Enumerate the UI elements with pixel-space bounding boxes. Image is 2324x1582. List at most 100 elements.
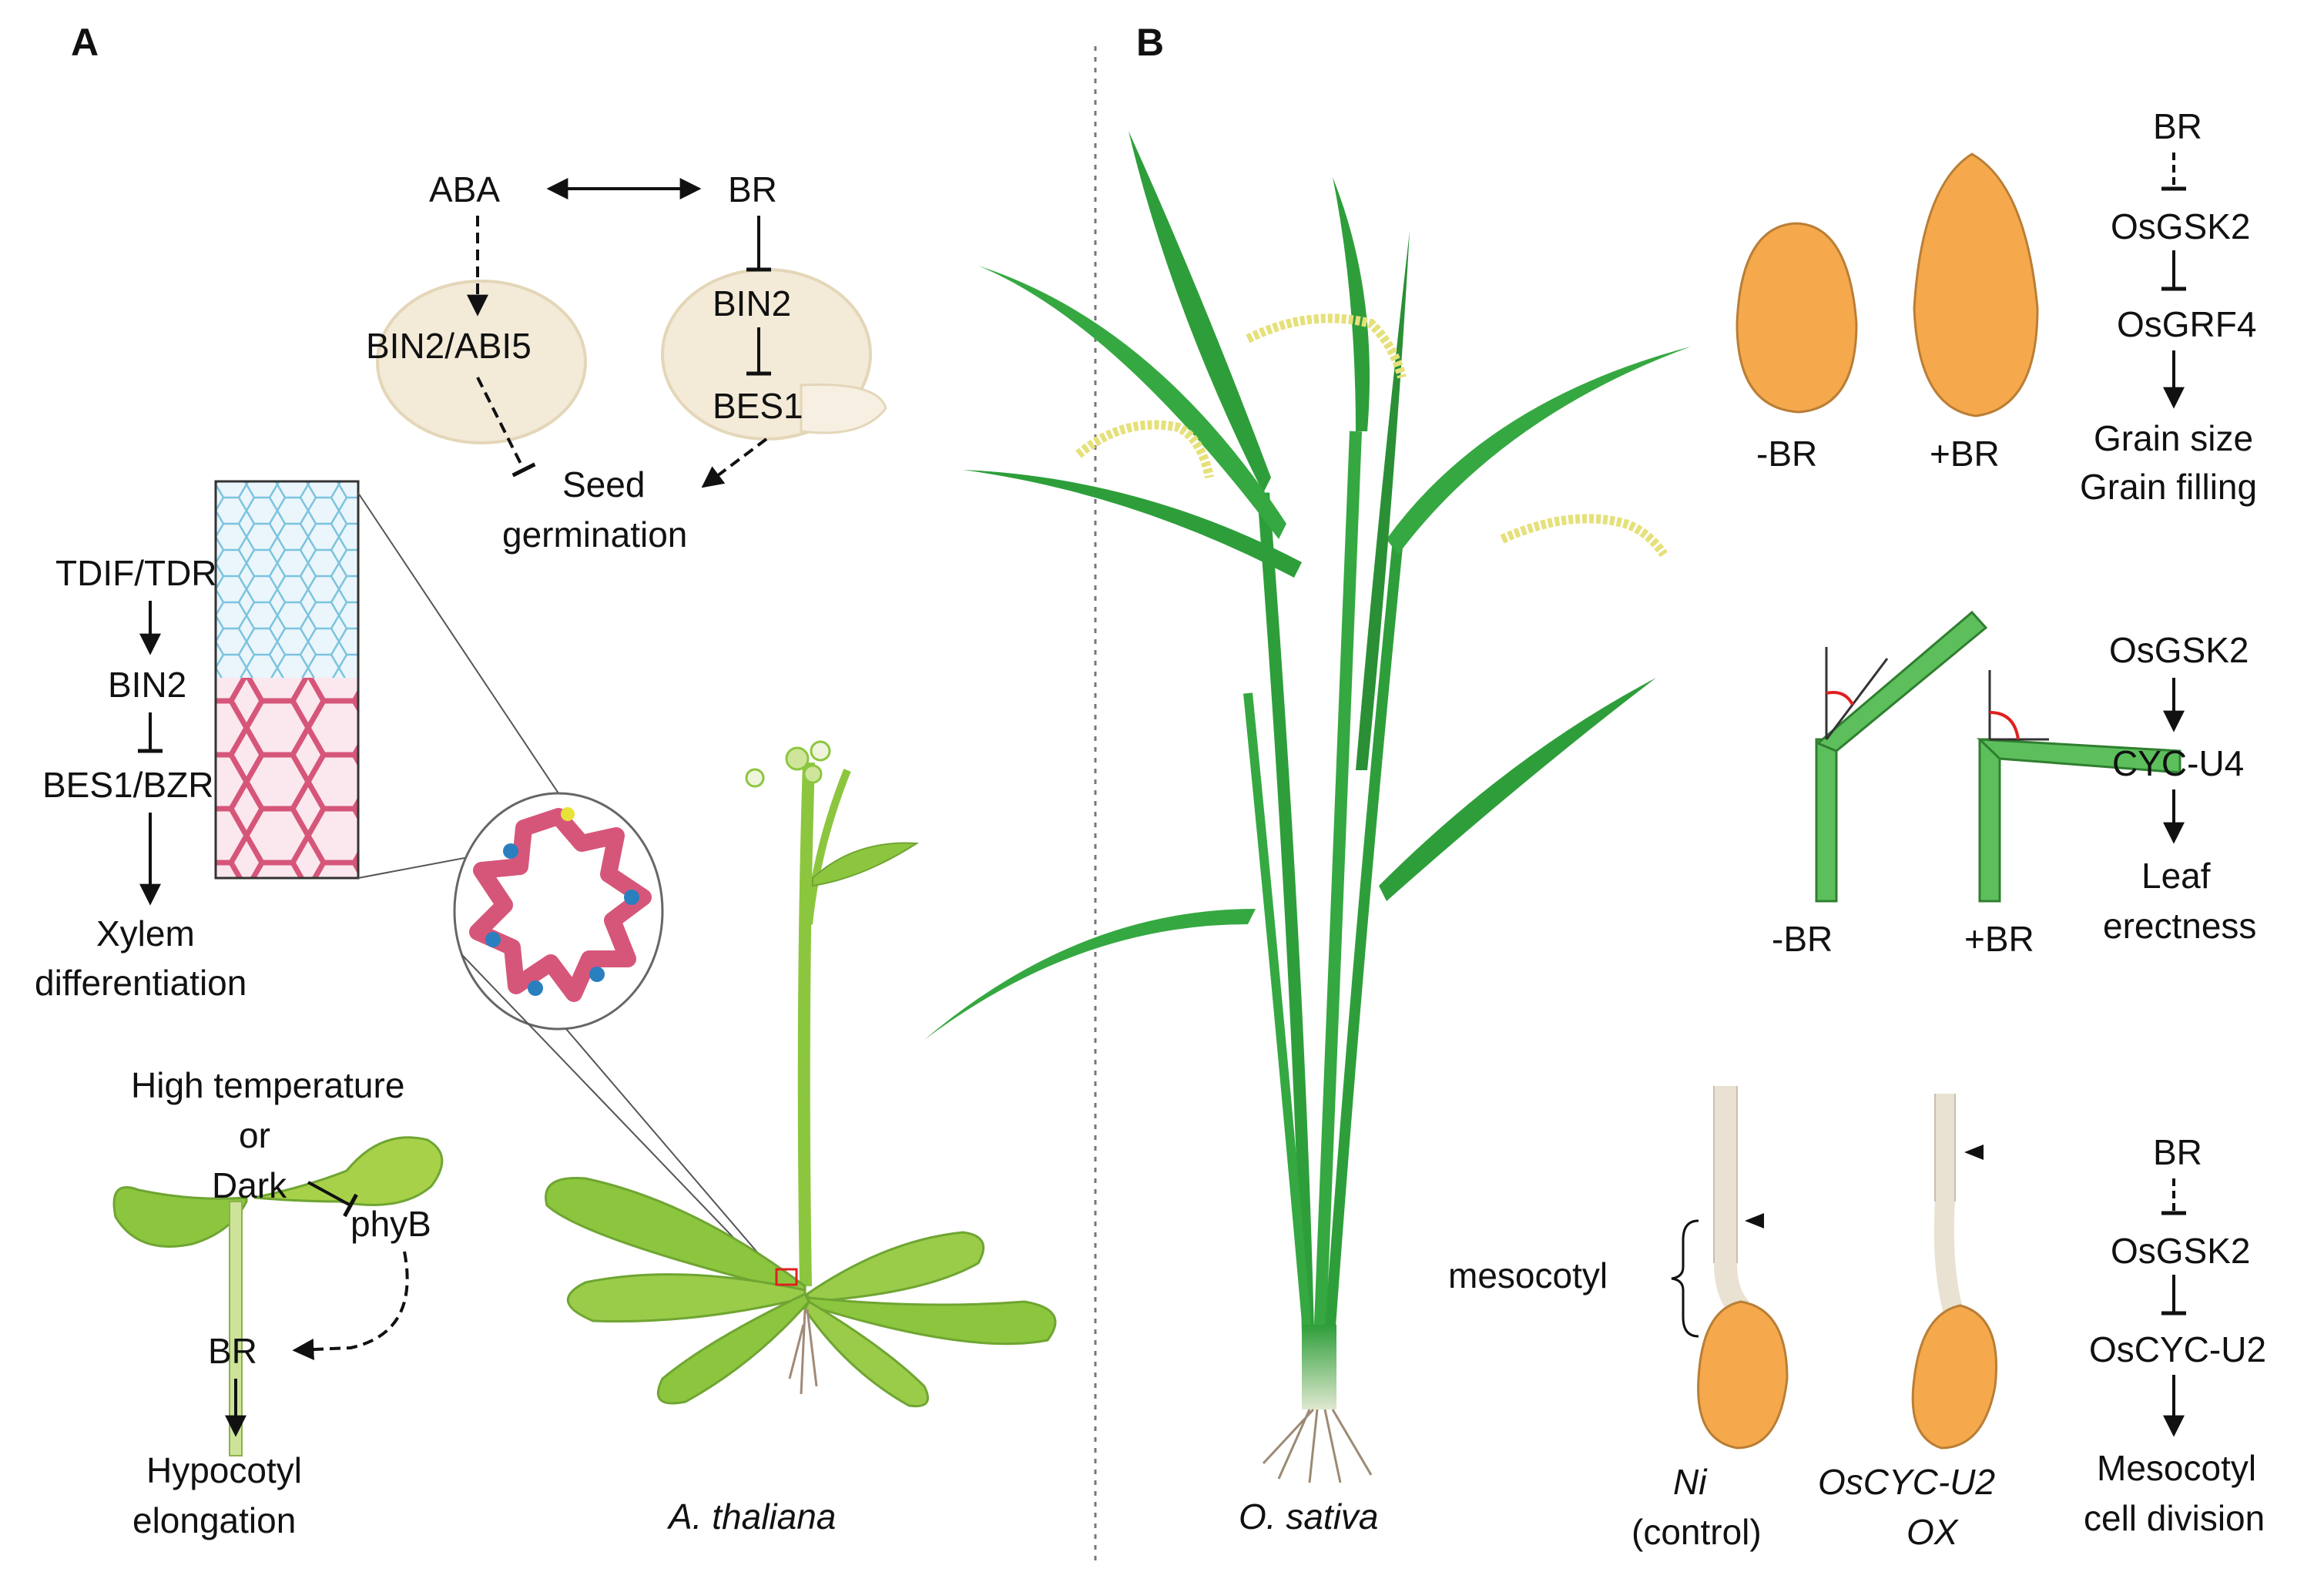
rice-leaf-5 — [1333, 177, 1370, 431]
xylem-pathway: TDIF/TDR BIN2 BR BES1/BZR1 Xylem differe… — [35, 480, 777, 1283]
section-location-marker — [775, 1268, 798, 1286]
seed-germination-pathway: ABA BR BIN2/ABI5 BIN2 BES1 Seed germinat… — [366, 169, 887, 555]
leaf-minus-br-label: -BR — [1772, 919, 1833, 959]
rice-species-label: O. sativa — [1239, 1497, 1379, 1537]
leaf-blade-minus-br — [1816, 610, 1988, 752]
arabidopsis-cauline-leaf — [812, 842, 920, 887]
vascular-bundle-4 — [485, 932, 501, 947]
leaf-angle-arc-plus-br — [1989, 711, 2020, 740]
control-label-line2: (control) — [1631, 1512, 1762, 1552]
xylem-label-line1: Xylem — [96, 913, 195, 954]
mesocotyl-outcome-line2: cell division — [2084, 1498, 2265, 1538]
arabidopsis-flower-3 — [803, 764, 823, 784]
bin2-abi5-label: BIN2/ABI5 — [366, 326, 532, 366]
leaf-blade-plus-br — [1977, 738, 2181, 774]
br-label-seed: BR — [728, 169, 777, 209]
stimulus-inhibits-phyb — [307, 1181, 358, 1218]
rice-roots — [1262, 1408, 1373, 1483]
aba-label: ABA — [429, 169, 500, 209]
rice-panicle-2 — [1075, 420, 1214, 479]
grain-control — [1697, 1300, 1789, 1450]
arabidopsis-roots — [788, 1309, 818, 1395]
hypocotyl-label-line2: elongation — [132, 1500, 296, 1540]
panel-label-b: B — [1136, 21, 1164, 64]
rosette-leaf-1 — [545, 1176, 807, 1295]
seedling-cotyledon-left — [112, 1186, 248, 1248]
vascular-bundle-5 — [528, 980, 543, 996]
grain-outcome-line1: Grain size — [2094, 418, 2253, 458]
bes1-bzr1-label: BES1/BZR1 — [42, 765, 233, 805]
phloem-tissue-closeup — [216, 481, 358, 678]
mesocotyl-brace — [1671, 1219, 1699, 1338]
arabidopsis-flower-1 — [785, 746, 810, 771]
oscyc-u2-label: OsCYC-U2 — [2089, 1329, 2266, 1369]
rice-leaf-1 — [1128, 131, 1271, 493]
mesocotyl-outcome-line1: Mesocotyl — [2097, 1448, 2256, 1488]
osgsk2-label-leaf: OsGSK2 — [2109, 630, 2249, 670]
stimulus-label-line1: High temperature — [131, 1065, 404, 1105]
zoom-line-plant-2 — [461, 954, 777, 1283]
bes1-to-germination-arrow — [701, 437, 768, 488]
xylem-tissue-closeup — [216, 678, 358, 878]
vascular-bundle-2 — [624, 890, 639, 905]
vascular-bundle-3 — [589, 967, 605, 982]
phyb-label: phyB — [350, 1204, 431, 1244]
angle-guide-minus-br-2 — [1825, 658, 1889, 740]
mesocotyl-pathway: mesocotyl Ni (control) OsCYC-U2 OX BR Os… — [1448, 1086, 2266, 1552]
tdif-tdr-label: TDIF/TDR — [55, 553, 217, 593]
rosette-leaf-5 — [807, 1296, 1057, 1346]
zoom-line-top — [357, 492, 575, 817]
rice-panicle-3 — [1500, 514, 1668, 558]
grain-ox — [1911, 1304, 1998, 1450]
mesocotyl-ox-shoot — [1933, 1094, 1963, 1312]
germination-label-line1: Seed — [562, 464, 645, 504]
rosette-leaf-6 — [803, 1299, 929, 1408]
leaf-outcome-line1: Leaf — [2141, 856, 2211, 896]
arabidopsis-flower-4 — [745, 768, 765, 788]
rice-leaf-7 — [1379, 678, 1656, 901]
zoom-line-plant-1 — [565, 1028, 777, 1275]
rosette-leaf-2 — [567, 1273, 807, 1323]
grain-minus-br — [1735, 222, 1858, 414]
hypocotyl-label-line1: Hypocotyl — [146, 1450, 302, 1490]
rosette-leaf-3 — [656, 1292, 810, 1405]
osgrf4-label: OsGRF4 — [2117, 304, 2256, 344]
stimulus-label-line2: or — [239, 1115, 270, 1155]
leaf-angle-arc-minus-br — [1826, 691, 1854, 706]
leaf-erectness-pathway: -BR +BR OsGSK2 CYC-U4 Leaf erectness — [1772, 610, 2256, 959]
seedling-hypocotyl — [229, 1201, 243, 1456]
bin2-label-xylem: BIN2 — [108, 665, 186, 705]
seed-illustration-left — [376, 280, 587, 444]
bin2-label-seed: BIN2 — [713, 283, 791, 323]
phyb-to-br-arrow — [292, 1251, 409, 1361]
germination-label-line2: germination — [502, 514, 687, 555]
mesocotyl-label: mesocotyl — [1448, 1255, 1608, 1295]
mesocotyl-ox-shoot-outline — [1934, 1094, 1956, 1202]
tissue-closeup-frame — [214, 480, 360, 880]
stem-vascular-ring — [469, 808, 652, 1002]
mesocotyl-marker-control — [1745, 1213, 1764, 1228]
leaf-sheath-plus-br — [1978, 738, 2001, 903]
xylem-label-line2: differentiation — [35, 963, 246, 1003]
osgsk2-label-grain: OsGSK2 — [2111, 206, 2251, 246]
control-label-line1: Ni — [1673, 1462, 1708, 1502]
rice-panicle-1 — [1246, 313, 1407, 379]
ox-label-line1: OsCYC-U2 — [1818, 1462, 1995, 1502]
br-label-grain: BR — [2153, 106, 2202, 146]
highlight-marker — [561, 807, 575, 821]
arabidopsis-flower-2 — [810, 740, 831, 762]
leaf-outcome-line2: erectness — [2103, 906, 2256, 946]
ox-label-line2: OX — [1906, 1512, 1960, 1552]
arabidopsis-branch — [805, 769, 851, 925]
mesocotyl-marker-ox — [1964, 1145, 1984, 1160]
hypocotyl-pathway: High temperature or Dark phyB BR Hypocot… — [112, 1065, 444, 1540]
mesocotyl-control-shoot-outline — [1713, 1086, 1738, 1263]
rice-tiller-4 — [1243, 692, 1318, 1403]
panel-label-a: A — [71, 21, 99, 64]
rice-plant-illustration: O. sativa — [924, 131, 1691, 1537]
arabidopsis-stem — [797, 762, 815, 1287]
bin2abi5-inhibits-germination — [476, 377, 536, 478]
bes1-label-seed: BES1 — [713, 386, 803, 426]
vascular-bundle-1 — [503, 843, 518, 859]
